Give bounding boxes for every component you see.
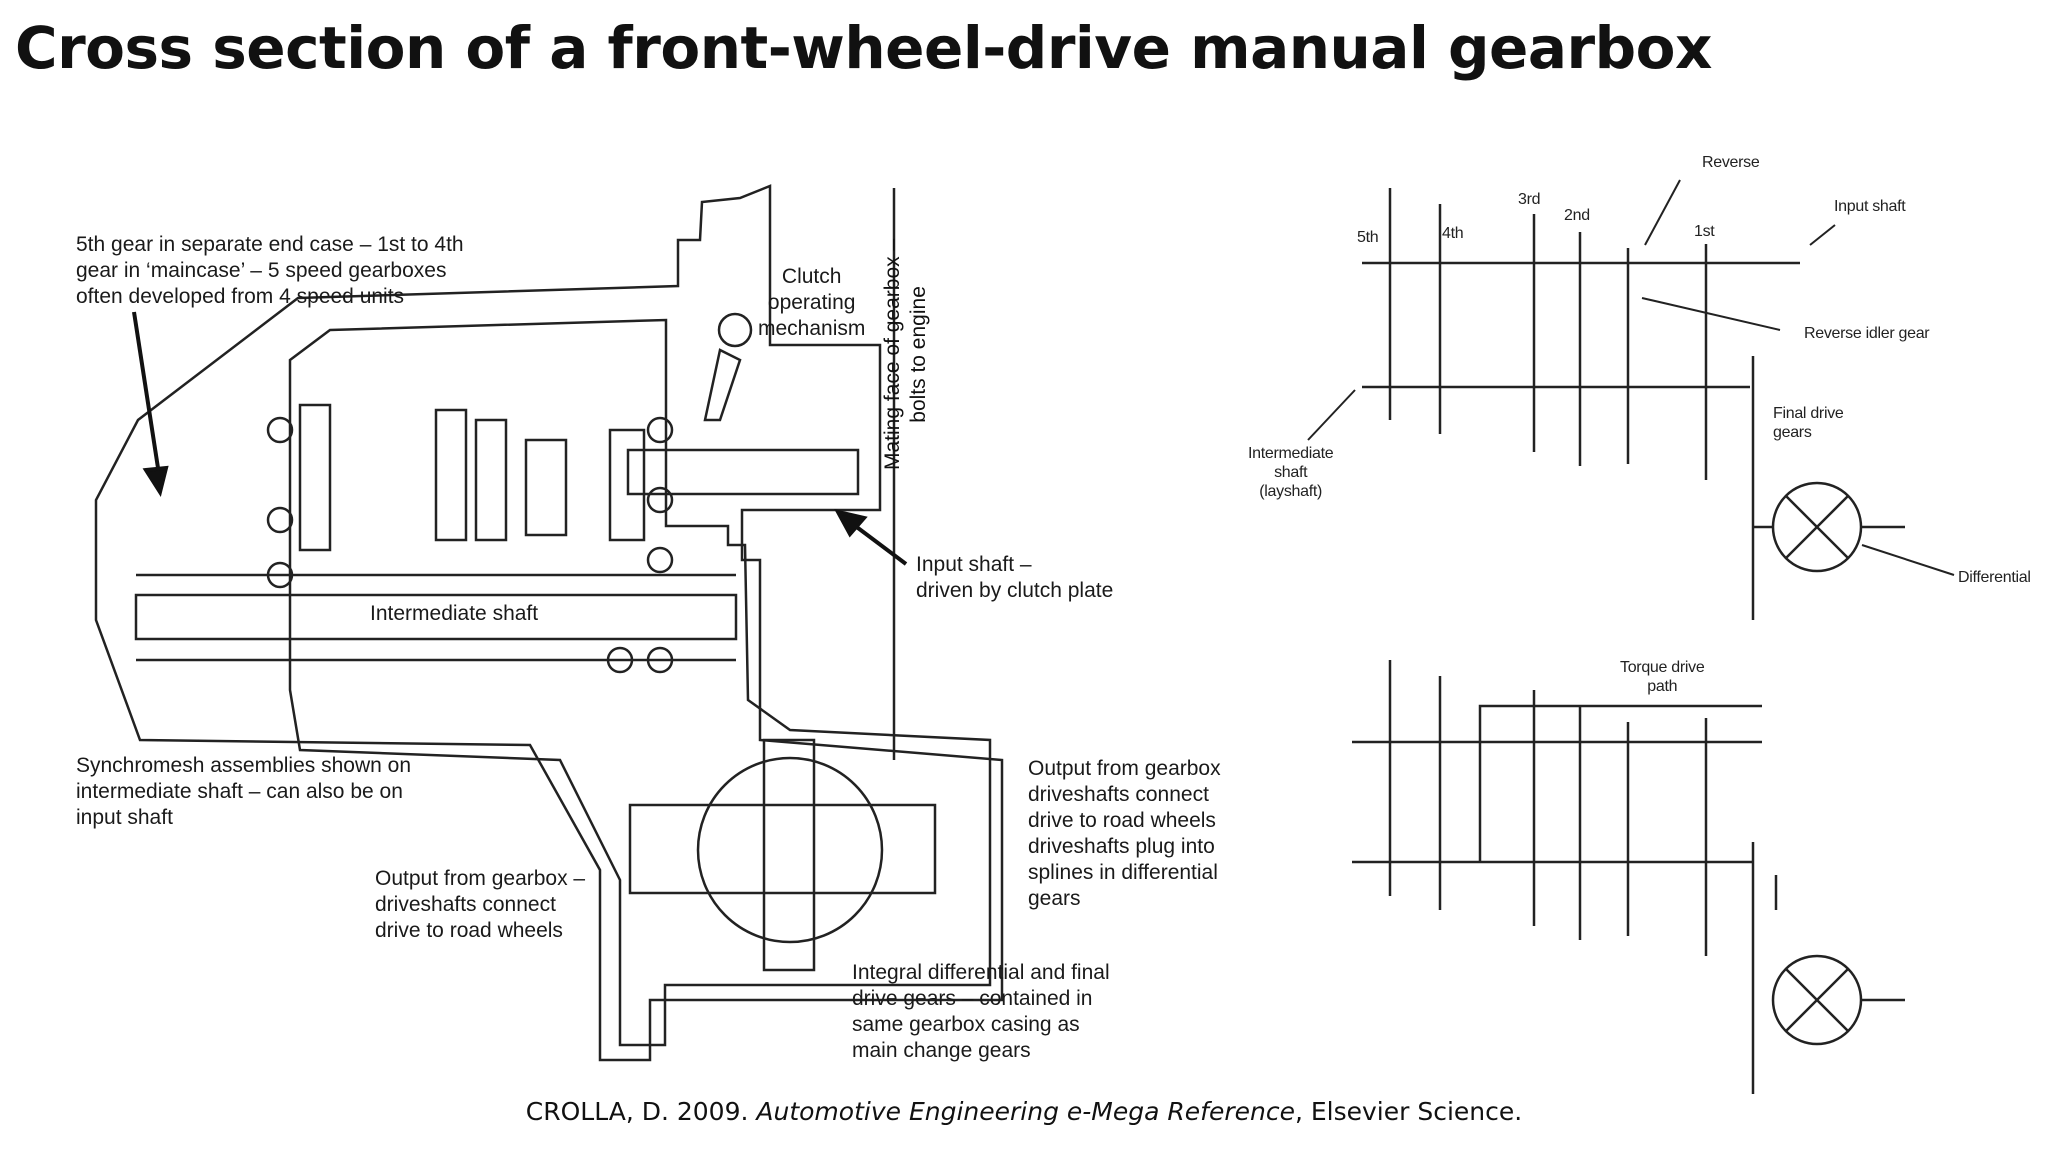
label-gear-4th: 4th: [1442, 225, 1464, 242]
gear-block-4: [524, 438, 568, 537]
label-reverse: Reverse: [1702, 154, 1760, 171]
label-gear-5th: 5th: [1357, 229, 1379, 246]
gear-block-1: [298, 403, 332, 552]
gear-block-2: [434, 408, 468, 542]
label-fifth-gear: 5th gear in separate end case – 1st to 4…: [76, 233, 464, 308]
bearing-6: [646, 546, 674, 574]
inner-casing: [288, 318, 992, 1047]
outer-casing: [94, 184, 1004, 1062]
label-gear-2nd: 2nd: [1564, 207, 1590, 224]
gear-block-5: [608, 428, 646, 542]
arrow-fifth-gear-head: [142, 465, 169, 498]
label-mating-face: Mating face of gearbox – bolts to engine: [881, 238, 930, 470]
label-differential: Differential: [1958, 569, 2031, 586]
citation-suffix: , Elsevier Science.: [1294, 1097, 1523, 1126]
label-final-drive: Final drive gears: [1773, 405, 1844, 441]
clutch-arm: [703, 348, 742, 422]
label-synchromesh: Synchromesh assemblies shown on intermed…: [76, 754, 411, 829]
input-shaft-body: [626, 448, 860, 496]
label-integral-differential: Integral differential and final drive ge…: [852, 961, 1110, 1062]
label-gear-1st: 1st: [1694, 223, 1715, 240]
citation-book-title: Automotive Engineering e-Mega Reference: [756, 1097, 1295, 1126]
label-input-shaft: Input shaft – driven by clutch plate: [916, 553, 1114, 602]
bearing-2: [266, 506, 294, 534]
citation: CROLLA, D. 2009. Automotive Engineering …: [0, 1097, 2048, 1126]
citation-prefix: CROLLA, D. 2009.: [525, 1097, 757, 1126]
arrow-fifth-gear: [132, 311, 160, 469]
clutch-pivot: [717, 312, 753, 348]
bearing-8: [606, 646, 634, 674]
intermediate-shaft-body: [134, 593, 738, 641]
arrow-input-shaft: [852, 523, 908, 566]
page-title: Cross section of a front-wheel-drive man…: [15, 14, 1712, 82]
differential-housing: [696, 756, 884, 944]
label-intermediate-shaft: Intermediate shaft: [370, 602, 539, 625]
label-gear-3rd: 3rd: [1518, 191, 1541, 208]
arrow-input-shaft-head: [834, 509, 868, 538]
label-clutch-mechanism: Clutch operating mechanism: [758, 265, 866, 340]
label-schematic-input-shaft: Input shaft: [1834, 198, 1906, 215]
label-torque-path: Torque drive path: [1620, 659, 1705, 695]
bearing-7: [646, 646, 674, 674]
label-reverse-idler: Reverse idler gear: [1804, 325, 1930, 342]
bearing-1: [266, 416, 294, 444]
label-output-right: Output from gearbox driveshafts connect …: [1028, 757, 1221, 910]
differential-shaft: [628, 803, 937, 895]
final-drive-gear: [762, 738, 816, 972]
torque-path-line: [1478, 704, 1762, 862]
bearing-5: [646, 486, 674, 514]
label-intermediate-layshaft: Intermediate shaft (layshaft): [1248, 445, 1334, 500]
label-output-left: Output from gearbox – driveshafts connec…: [375, 867, 586, 942]
bearing-4: [646, 416, 674, 444]
bearing-3: [266, 561, 294, 589]
gear-block-3: [474, 418, 508, 542]
